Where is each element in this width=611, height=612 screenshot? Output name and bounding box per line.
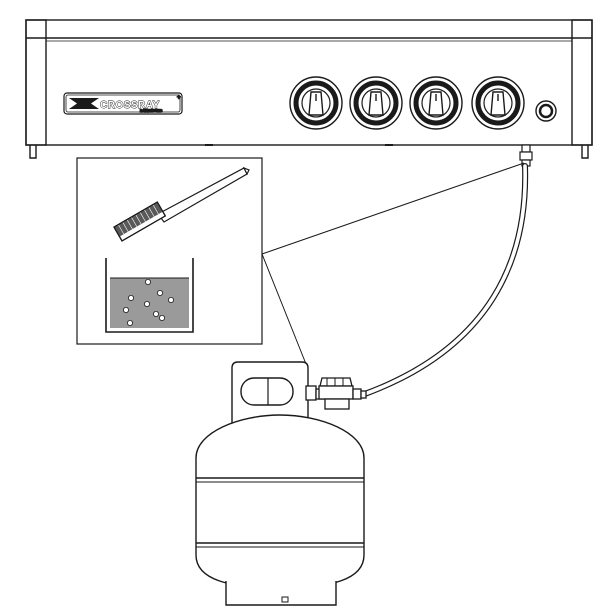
brand-logo: CROSSRAY BARBECUES + [63,92,183,115]
bottle-foot-ring [225,581,337,606]
gas-hose [359,163,529,398]
grill-right-foot [581,145,589,159]
igniter-button [535,100,557,122]
brand-mark: + [177,95,181,101]
control-knob-2 [349,76,403,130]
bbq-grill: CROSSRAY BARBECUES + [25,19,593,167]
bottle-body [195,414,365,589]
control-knob-3 [409,76,463,130]
callout-lines [261,162,525,370]
soapy-water-container [105,258,194,333]
gas-regulator [305,377,367,410]
gas-inlet-fitting [519,144,533,167]
brand-name: CROSSRAY [100,100,160,111]
brush-icon [113,166,250,242]
bottle-handle-opening [240,377,294,406]
control-knob-4 [471,76,525,130]
control-knob-1 [289,76,343,130]
grill-left-foot [29,145,37,159]
brand-subtitle: BARBECUES [140,109,163,113]
bubbles [123,278,174,326]
gas-bottle [195,361,365,606]
brand-emblem-icon [69,98,99,109]
leak-test-inset [76,157,263,345]
